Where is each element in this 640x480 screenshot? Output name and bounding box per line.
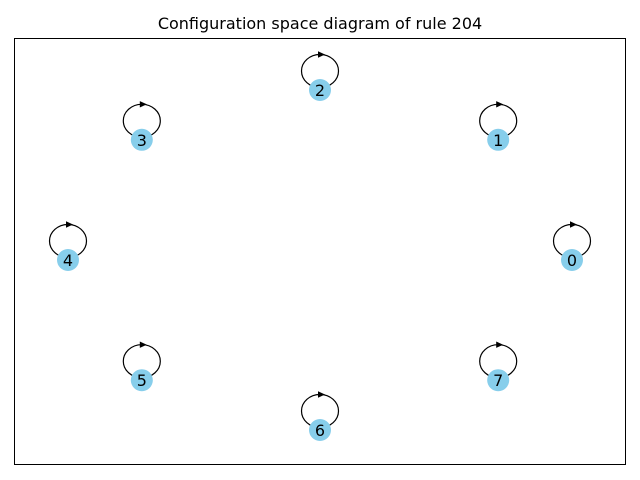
graph-node-7: 7 [487, 369, 510, 392]
arrowhead-6 [318, 391, 325, 398]
node-label-2: 2 [315, 81, 325, 100]
arrowhead-3 [139, 101, 147, 108]
node-circle-5 [130, 369, 153, 392]
diagram-title: Configuration space diagram of rule 204 [158, 14, 482, 33]
node-circle-0 [561, 249, 583, 271]
node-label-0: 0 [567, 251, 577, 270]
graph-node-0: 0 [561, 249, 583, 271]
node-circle-7 [487, 369, 510, 392]
arrowhead-5 [139, 341, 147, 348]
graph-node-4: 4 [57, 249, 79, 271]
node-label-3: 3 [137, 131, 147, 150]
arrowhead-1 [496, 101, 504, 108]
arrowhead-0 [570, 221, 577, 228]
node-label-7: 7 [493, 371, 503, 390]
nodes-layer: 0 1 2 3 4 5 6 7 [57, 79, 583, 441]
graph-node-2: 2 [309, 79, 331, 101]
node-label-6: 6 [315, 421, 325, 440]
arrowhead-2 [318, 51, 325, 58]
graph-node-3: 3 [130, 128, 153, 151]
node-label-1: 1 [493, 131, 503, 150]
node-circle-1 [487, 128, 510, 151]
node-circle-3 [130, 128, 153, 151]
node-circle-4 [57, 249, 79, 271]
graph-node-5: 5 [130, 369, 153, 392]
graph-node-1: 1 [487, 128, 510, 151]
arrowhead-4 [66, 221, 73, 228]
node-circle-2 [309, 79, 331, 101]
arrowhead-7 [496, 341, 504, 348]
node-label-5: 5 [137, 371, 147, 390]
node-circle-6 [309, 419, 331, 441]
plot-frame [14, 38, 626, 465]
graph-node-6: 6 [309, 419, 331, 441]
node-label-4: 4 [63, 251, 73, 270]
